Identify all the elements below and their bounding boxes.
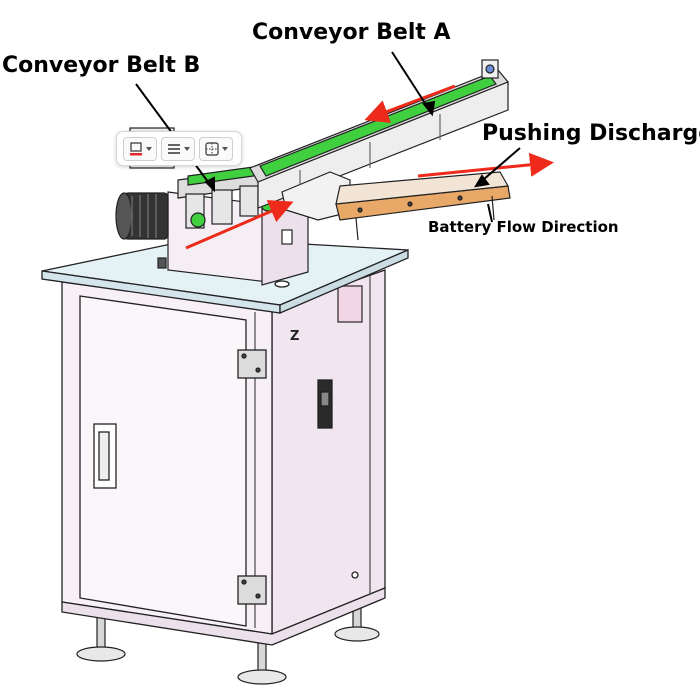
arrow-belt-a — [364, 84, 456, 123]
machine-feet — [76, 601, 380, 685]
callout-lines — [135, 51, 521, 223]
chevron-down-icon — [221, 146, 228, 151]
floating-format-toolbar — [116, 131, 242, 166]
leader-belt-a-head — [422, 100, 436, 117]
label-conveyor-belt-a: Conveyor Belt A — [252, 20, 451, 45]
leader-pushing-head — [474, 174, 490, 188]
label-pushing-discharge: Pushing Discharge — [482, 121, 700, 146]
leader-belt-b-head — [204, 176, 215, 193]
grid-layout-icon — [204, 141, 219, 156]
chevron-down-icon — [145, 146, 152, 151]
grid-layout-button[interactable] — [199, 136, 233, 161]
line-style-button[interactable] — [161, 136, 195, 161]
arrow-discharge — [417, 152, 554, 178]
leader-flow — [487, 203, 493, 223]
flow-arrows — [185, 84, 554, 250]
label-battery-flow-direction: Battery Flow Direction — [428, 218, 619, 236]
chevron-down-icon — [183, 146, 190, 151]
border-color-icon — [129, 141, 142, 155]
discharge-chute — [281, 171, 511, 241]
label-conveyor-belt-b: Conveyor Belt B — [2, 53, 201, 78]
cabinet-door — [79, 295, 267, 627]
border-color-button[interactable] — [123, 136, 157, 161]
svg-text:Z: Z — [290, 329, 299, 344]
arrow-belt-b — [185, 200, 294, 250]
motor — [115, 192, 169, 240]
line-style-icon — [167, 143, 180, 154]
